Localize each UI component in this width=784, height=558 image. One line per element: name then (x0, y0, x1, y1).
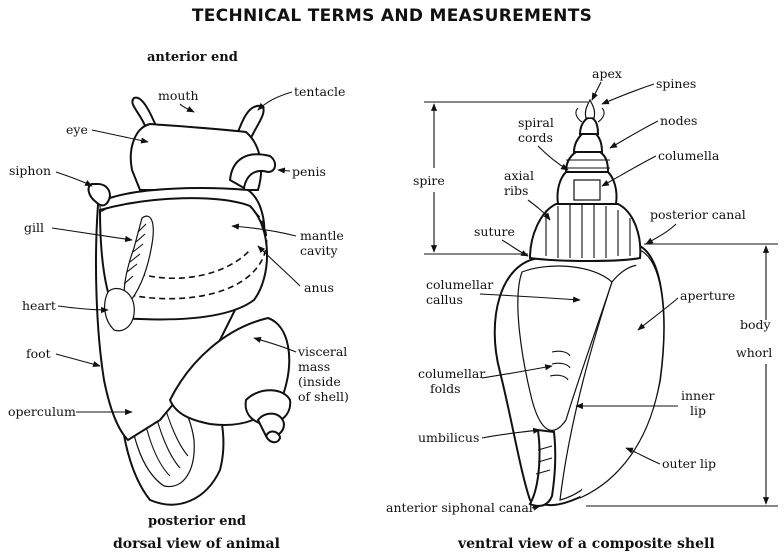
label-operculum: operculum (8, 404, 76, 419)
label-spiral-cords-1: spiral (518, 115, 554, 130)
snail-animal-drawing (89, 98, 291, 505)
label-columellar-folds-2: folds (430, 381, 461, 396)
label-columellar-callus-1: columellar (426, 277, 493, 292)
label-tentacle: tentacle (294, 84, 345, 99)
label-suture: suture (474, 224, 515, 239)
label-heart: heart (22, 298, 56, 313)
label-spines: spines (656, 76, 696, 91)
label-visceral-line4: of shell) (298, 389, 349, 404)
label-foot: foot (26, 346, 51, 361)
label-inner-lip-2: lip (690, 403, 706, 418)
label-apex: apex (592, 66, 622, 81)
label-aperture: aperture (680, 288, 735, 303)
label-mantle-line1: mantle (300, 228, 344, 243)
label-body-whorl-1: body (740, 317, 772, 332)
label-columella: columella (658, 148, 720, 163)
label-columellar-folds-1: columellar (418, 366, 485, 381)
label-siphon: siphon (9, 163, 51, 178)
label-anterior-siphonal-canal: anterior siphonal canal (386, 500, 533, 515)
label-inner-lip-1: inner (681, 388, 714, 403)
label-penis: penis (292, 164, 326, 179)
shell-drawing (495, 100, 664, 506)
label-mantle-line2: cavity (300, 243, 339, 258)
label-anus: anus (304, 280, 334, 295)
label-umbilicus: umbilicus (418, 430, 479, 445)
label-eye: eye (66, 122, 88, 137)
label-spiral-cords-2: cords (518, 130, 553, 145)
label-nodes: nodes (660, 113, 697, 128)
label-axial-ribs-2: ribs (504, 183, 528, 198)
label-axial-ribs-1: axial (504, 168, 534, 183)
label-visceral-line2: mass (298, 359, 330, 374)
label-visceral-line1: visceral (297, 344, 347, 359)
label-gill: gill (24, 220, 44, 235)
label-mouth: mouth (158, 88, 199, 103)
label-outer-lip: outer lip (662, 456, 716, 471)
label-posterior-canal: posterior canal (650, 207, 746, 222)
label-body-whorl-2: whorl (736, 345, 772, 360)
label-columellar-callus-2: callus (426, 292, 463, 307)
label-visceral-line3: (inside (298, 374, 341, 389)
label-spire: spire (413, 173, 445, 188)
